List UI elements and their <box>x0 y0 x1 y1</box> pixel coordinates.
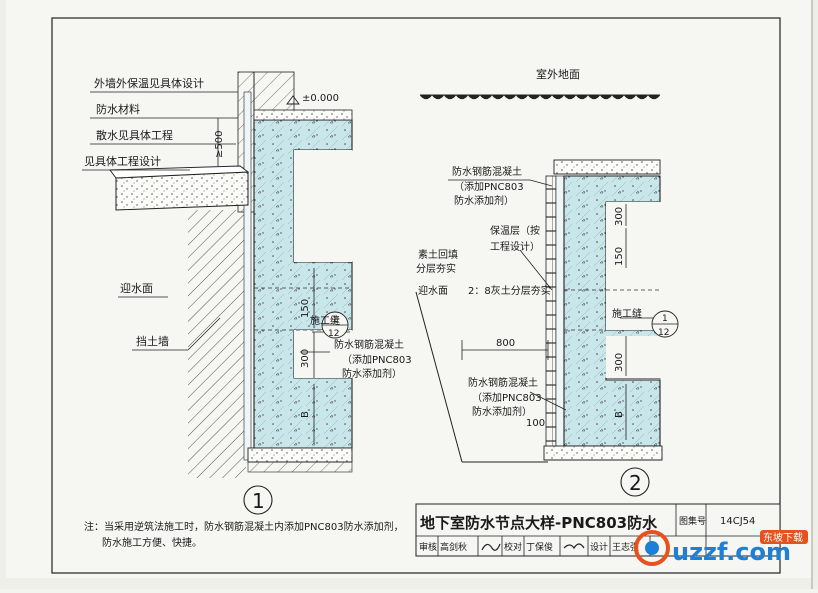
ref-1-top: 1 <box>332 315 338 325</box>
design-label: 设计 <box>590 541 608 553</box>
detail-number-1 <box>243 485 273 515</box>
review-label: 审核 <box>419 541 437 553</box>
atlas-number: 14CJ54 <box>720 516 755 527</box>
label-concrete-3b: （添加PNC803 <box>472 391 542 404</box>
note-line-2: 防水施工方便、快捷。 <box>102 536 202 549</box>
label-backfill-1: 素土回填 <box>418 248 458 261</box>
label-see-design: 见具体工程设计 <box>84 154 161 168</box>
dim-150-2: 150 <box>614 247 625 266</box>
apron-slab <box>115 171 249 211</box>
label-insulation-2: 工程设计） <box>490 240 540 253</box>
note-line-1: 注：当采用逆筑法施工时，防水钢筋混凝土内添加PNC803防水添加剂， <box>84 520 404 533</box>
atlas-label: 图集号 <box>679 515 706 527</box>
label-retaining-wall: 挡土墙 <box>136 334 169 348</box>
label-water-face-2: 迎水面 <box>418 285 448 297</box>
label-waterproof-material: 防水材料 <box>96 102 140 116</box>
protective-wall <box>545 175 557 459</box>
checker-signature <box>563 543 585 550</box>
label-insulation-1: 保温层（按 <box>490 224 540 237</box>
detail-2: 室外地面 防水钢筋混凝土 （添加PNC803 防水添加剂） 保温层（按 工程设计… <box>415 67 679 497</box>
checker-name: 丁保俊 <box>526 541 553 553</box>
paper-sheet <box>6 0 812 578</box>
elevation-mark: ±0.000 <box>302 93 339 104</box>
label-concrete-2b: （添加PNC803 <box>454 180 524 193</box>
label-construction-joint-2: 施工缝 <box>612 307 642 320</box>
dim-500: ≥500 <box>214 131 225 158</box>
label-outdoor-ground: 室外地面 <box>536 67 580 81</box>
label-lime-soil: 2：8灰土分层夯实 <box>468 284 551 297</box>
designer-name: 王志强 <box>612 541 639 553</box>
dim-300-1: 300 <box>300 349 311 368</box>
reviewer-signature <box>481 543 501 551</box>
label-concrete-3c: 防水添加剂） <box>472 405 532 418</box>
dim-150-1: 150 <box>300 299 311 318</box>
label-ext-insulation: 外墙外保温见具体设计 <box>94 76 204 90</box>
label-water-face-1: 迎水面 <box>120 282 153 295</box>
detail-number-2 <box>620 467 650 497</box>
outdoor-ground <box>419 94 661 100</box>
dim-100: 100 <box>526 418 545 429</box>
watermark: uzzf.com 东坡下载 <box>634 530 808 566</box>
ref-2-bottom: 12 <box>658 328 669 338</box>
watermark-logo-dot <box>645 541 659 555</box>
drawing-frame <box>51 17 781 574</box>
title-block: 地下室防水节点大样-PNC803防水 图集号 14CJ54 审核 高剑秋 校对 … <box>415 503 781 557</box>
label-concrete-1c: 防水添加剂） <box>342 367 402 380</box>
ref-2-top: 1 <box>662 314 668 324</box>
label-concrete-1a: 防水钢筋混凝土 <box>334 338 404 351</box>
reviewer-name: 高剑秋 <box>440 541 467 553</box>
ref-1-bottom: 12 <box>328 329 339 339</box>
label-concrete-2c: 防水添加剂） <box>454 194 514 207</box>
soil-hatch <box>188 210 246 478</box>
watermark-badge: 东坡下载 <box>763 531 803 544</box>
dim-b-2: B <box>614 411 625 418</box>
detail-number-2-text: 2 <box>629 471 642 495</box>
label-apron: 散水见具体工程 <box>96 128 173 142</box>
label-concrete-1b: （添加PNC803 <box>342 353 412 366</box>
detail-1: 外墙外保温见具体设计 防水材料 散水见具体工程 见具体工程设计 迎水面 挡土墙 … <box>82 71 412 515</box>
watermark-logo-icon <box>634 530 670 566</box>
drawing-title: 地下室防水节点大样-PNC803防水 <box>420 514 658 532</box>
label-concrete-2a: 防水钢筋混凝土 <box>452 165 522 178</box>
label-backfill-2: 分层夯实 <box>416 262 456 275</box>
label-concrete-3a: 防水钢筋混凝土 <box>468 376 538 389</box>
dim-800: 800 <box>496 338 515 349</box>
label-construction-joint-1: 施工缝 <box>310 314 340 327</box>
detail-number-1-text: 1 <box>252 489 265 513</box>
dim-300-2a: 300 <box>614 207 625 226</box>
dim-300-2b: 300 <box>614 353 625 372</box>
check-label: 校对 <box>504 541 522 553</box>
dim-b-1: B <box>300 411 311 418</box>
